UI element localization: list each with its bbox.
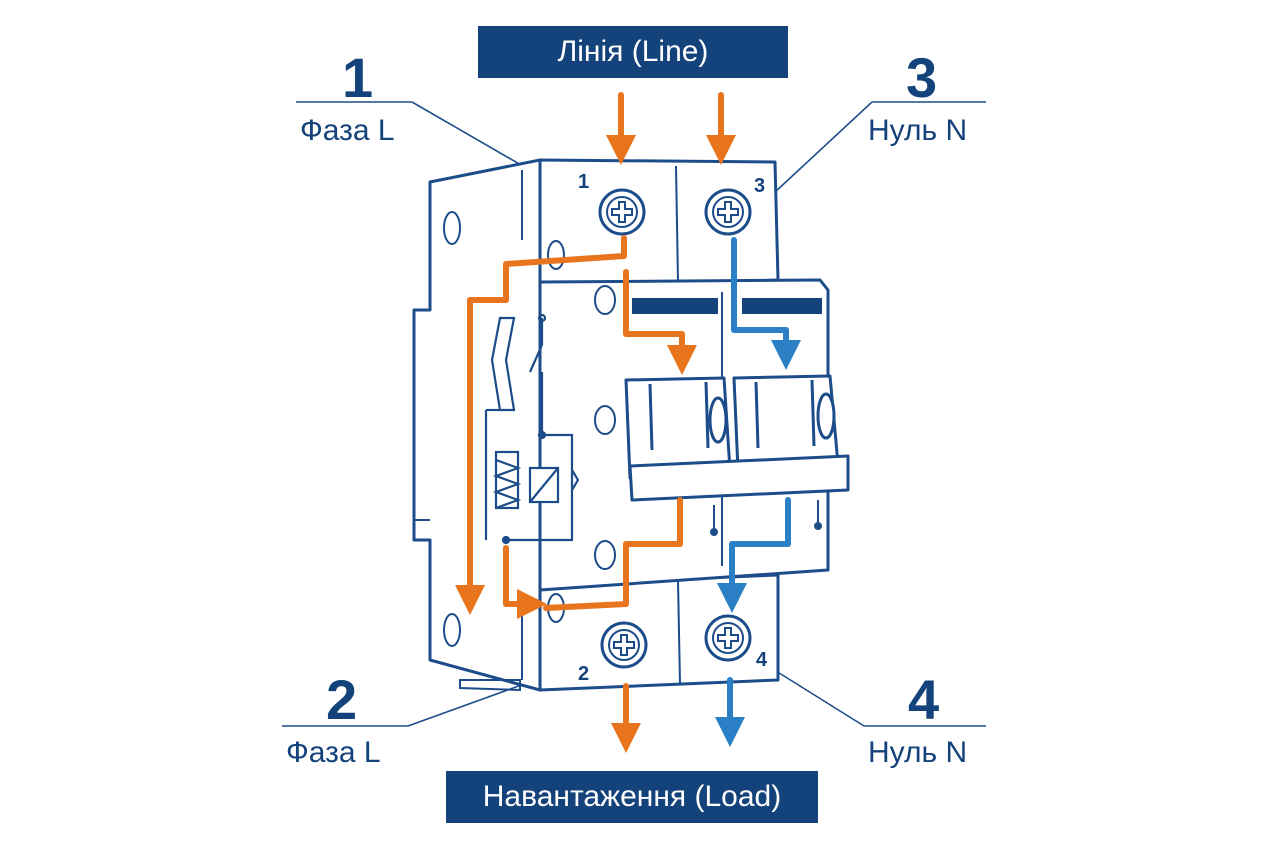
terminal-2-number: 2 (326, 668, 358, 731)
toggle-1-edge-left (648, 383, 654, 451)
terminal-4-number: 4 (908, 668, 940, 731)
switch-marks (710, 500, 822, 536)
terminal-4-label: Нуль N (868, 736, 968, 769)
line-label: Лінія (Line) (557, 35, 709, 68)
toggle-bar (628, 454, 850, 502)
load-banner: Навантаження (Load) (446, 771, 818, 823)
toggle-2-edge-left (754, 381, 760, 449)
mount-hole-1 (443, 211, 461, 245)
phase-from-coil (503, 545, 547, 619)
toggle-2-pivot (816, 392, 836, 440)
bimetal-strip (490, 316, 516, 412)
terminal-2-label: Фаза L (286, 736, 381, 769)
toggle-1-edge-right (704, 381, 710, 449)
mount-hole-2 (443, 613, 461, 647)
terminal-3-label: Нуль N (868, 114, 968, 147)
body-details (414, 165, 723, 692)
internal-schematic (484, 313, 580, 545)
rivet-2 (594, 405, 616, 435)
indicator-windows (632, 298, 822, 314)
leader-4 (767, 665, 865, 727)
terminal-3-number: 3 (906, 46, 938, 109)
rivet-3 (594, 540, 616, 570)
top-divider (675, 165, 679, 283)
toggle-levers (624, 374, 850, 502)
mount-hole-3 (547, 240, 565, 270)
phase-from-toggle (543, 497, 683, 611)
terminal-screws (598, 188, 752, 669)
phase-current-path (455, 92, 697, 753)
line-banner: Лінія (Line) (478, 26, 788, 78)
leader-3 (759, 101, 873, 207)
indicator-2 (742, 298, 822, 314)
device-terminal-4-number: 4 (756, 649, 768, 671)
screw-2 (600, 621, 648, 669)
neutral-current-path (706, 92, 801, 747)
screw-3 (704, 188, 752, 236)
screw-4 (704, 614, 752, 662)
device-terminal-3-number: 3 (754, 175, 766, 197)
toggle-1-pivot (708, 396, 728, 444)
phase-loop-left (455, 235, 627, 615)
phase-to-toggle (623, 269, 697, 375)
load-label: Навантаження (Load) (482, 780, 782, 813)
base-foot (459, 679, 521, 692)
neutral-to-toggle (731, 237, 801, 370)
bottom-divider (677, 579, 681, 685)
terminal-1-label: Фаза L (300, 114, 395, 147)
device-terminal-2-number: 2 (578, 663, 590, 685)
rivet-1 (594, 285, 616, 315)
terminal-1-number: 1 (342, 46, 374, 109)
screw-1 (598, 188, 646, 236)
neutral-from-toggle (717, 497, 791, 613)
toggle-2-edge-right (810, 379, 816, 447)
indicator-1 (632, 298, 718, 314)
device-terminal-1-number: 1 (578, 171, 590, 193)
